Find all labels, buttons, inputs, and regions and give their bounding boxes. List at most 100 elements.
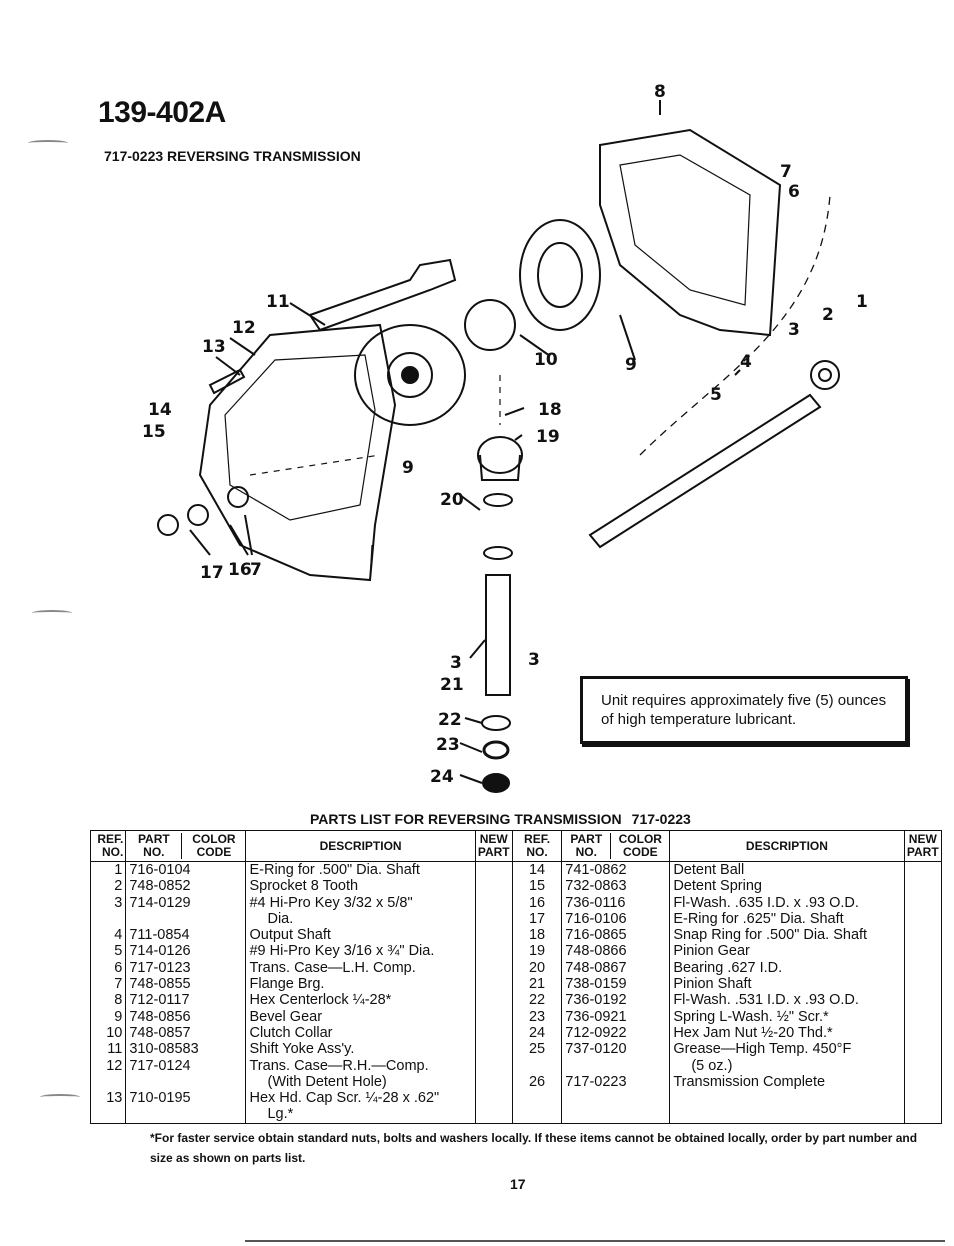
part-number: 712-0117 [129, 992, 190, 1009]
part-description: Lg.* [267, 1106, 294, 1123]
ref-number: 6 [114, 959, 123, 976]
ref-number: 9 [114, 1008, 123, 1025]
part-number: 737-0120 [565, 1041, 627, 1058]
margin-mark [28, 140, 68, 146]
part-number: 748-0852 [129, 878, 191, 895]
callout: 24 [430, 767, 454, 787]
ref-number: 22 [528, 992, 546, 1009]
ref-number: 11 [107, 1041, 123, 1058]
ref-number: 21 [528, 976, 546, 993]
part-number: 710-0195 [129, 1090, 191, 1107]
part-number: 736-0116 [565, 894, 626, 911]
exploded-diagram: 8 7 6 11 12 13 10 9 2 1 3 4 5 18 19 14 1… [142, 82, 868, 793]
ref-number: 10 [106, 1024, 123, 1041]
part-description: Hex Centerlock ¼-28* [249, 992, 392, 1009]
ref-number: 17 [528, 910, 546, 927]
callout: 4 [740, 352, 752, 372]
ref-number: 5 [114, 943, 123, 960]
part-description: E-Ring for .625" Dia. Shaft [673, 910, 844, 927]
model-number: 139-402A [98, 96, 226, 129]
part-number: 736-0921 [565, 1008, 627, 1025]
ref-number: 15 [528, 878, 546, 895]
header-ref-2: REF.NO. [511, 830, 563, 862]
callout: 9 [402, 458, 414, 478]
page-number: 17 [510, 1176, 526, 1192]
callout: 10 [534, 350, 558, 370]
callout: 9 [625, 355, 637, 375]
part-description: E-Ring for .500" Dia. Shaft [249, 862, 420, 878]
part-description: (With Detent Hole) [267, 1073, 387, 1090]
part-description: Pinion Shaft [673, 976, 752, 993]
callout: 15 [142, 422, 166, 442]
part-description: Trans. Case—R.H.—Comp. [249, 1057, 429, 1074]
callout: 19 [536, 427, 560, 447]
callout: 22 [438, 710, 462, 730]
callout: 18 [538, 400, 562, 420]
part-number: 748-0855 [129, 976, 191, 993]
ref-number: 26 [528, 1073, 546, 1090]
part-description: Transmission Complete [673, 1073, 826, 1090]
header-ref: REF.NO. [89, 830, 127, 862]
ref-number: 4 [114, 927, 123, 944]
part-number: 716-0865 [565, 927, 627, 944]
part-number: 736-0192 [565, 992, 627, 1009]
part-number: 716-0106 [565, 910, 627, 927]
part-number: 717-0124 [129, 1057, 191, 1074]
ref-number: 25 [528, 1041, 546, 1058]
pinion-shaft [485, 574, 511, 696]
callout: 2 [822, 305, 834, 325]
part-description: Spring L-Wash. ½" Scr.* [673, 1008, 829, 1025]
part-description: Sprocket 8 Tooth [249, 878, 359, 895]
ref-number: 1 [114, 862, 123, 878]
ref-number: 12 [106, 1057, 123, 1074]
part-description: Dia. [267, 910, 294, 927]
margin-mark [32, 610, 72, 616]
callout: 3 [788, 320, 800, 340]
diagram-subtitle: 717-0223 REVERSING TRANSMISSION [104, 148, 361, 164]
ref-number: 19 [528, 943, 546, 960]
part-number: 712-0922 [565, 1024, 627, 1041]
part-description: #9 Hi-Pro Key 3/16 x ¾" Dia. [249, 943, 435, 960]
ref-number: 24 [528, 1024, 546, 1041]
callout: 11 [266, 292, 290, 312]
part-description: Output Shaft [249, 927, 331, 944]
part-number: 717-0223 [565, 1073, 627, 1090]
part-number: 748-0866 [565, 943, 627, 960]
part-description: Fl-Wash. .531 I.D. x .93 O.D. [673, 992, 859, 1009]
callout: 14 [148, 400, 172, 420]
ref-number: 13 [106, 1090, 123, 1107]
part-number: 711-0854 [129, 927, 190, 944]
case-lh [599, 128, 782, 337]
ref-number: 16 [528, 894, 546, 911]
part-description: #4 Hi-Pro Key 3/32 x 5/8" [249, 894, 413, 911]
callout: 20 [440, 490, 464, 510]
part-description: Detent Ball [673, 862, 745, 878]
part-description: Bevel Gear [249, 1008, 323, 1025]
part-number: 714-0129 [129, 894, 191, 911]
callout: 13 [202, 337, 226, 357]
part-number: 748-0867 [565, 959, 627, 976]
footnote: *For faster service obtain standard nuts… [150, 1131, 918, 1165]
callout: 7 [780, 162, 792, 182]
ref-number: 8 [114, 992, 123, 1009]
callout: 6 [788, 182, 800, 202]
ref-number: 7 [114, 976, 123, 993]
margin-mark [40, 1094, 80, 1100]
part-number: 748-0856 [129, 1008, 191, 1025]
part-description: Bearing .627 I.D. [673, 959, 783, 976]
part-description: Flange Brg. [249, 976, 325, 993]
part-description: Clutch Collar [249, 1024, 333, 1041]
bottom-rule [245, 1240, 945, 1242]
part-number: 732-0863 [565, 878, 627, 895]
case-rh [198, 323, 397, 582]
